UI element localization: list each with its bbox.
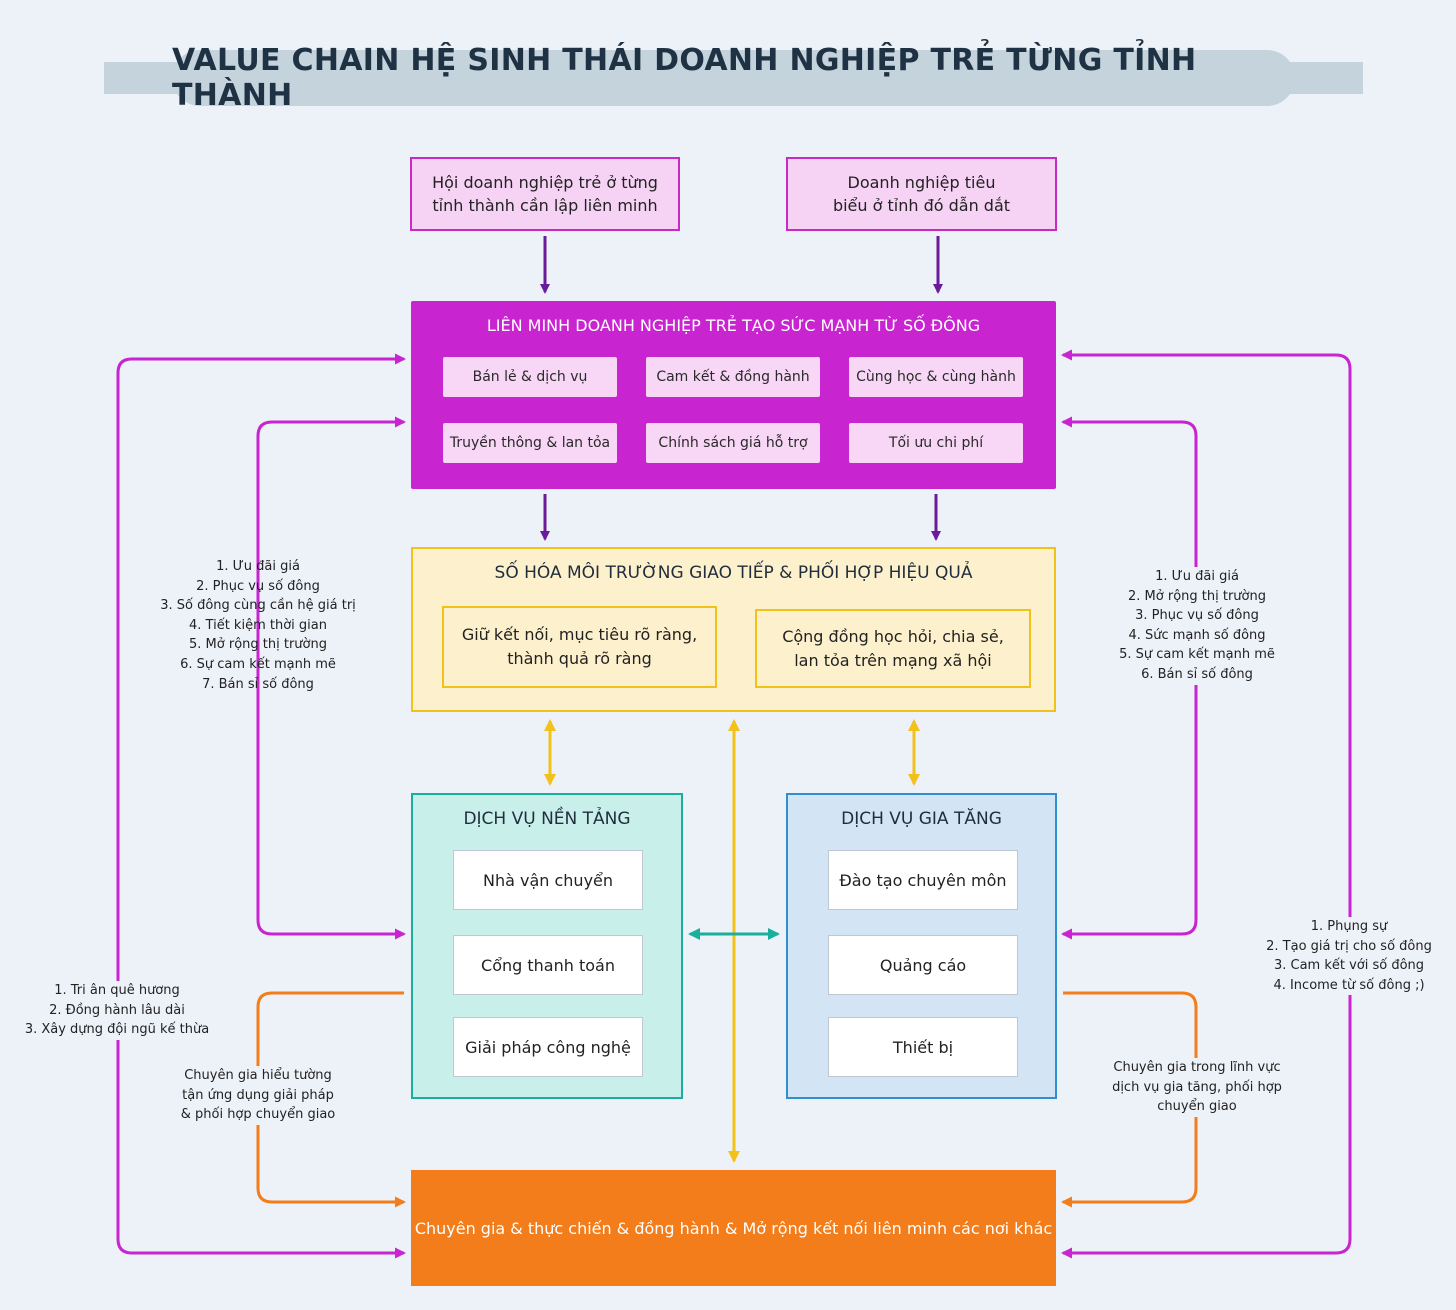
- note-right-expert: Chuyên gia trong lĩnh vực dịch vụ gia tă…: [1104, 1058, 1290, 1117]
- expert-box: Chuyên gia & thực chiến & đồng hành & Mở…: [411, 1170, 1056, 1286]
- top-box-association: Hội doanh nghiệp trẻ ở từng tỉnh thành c…: [410, 157, 680, 231]
- digital-title: SỐ HÓA MÔI TRƯỜNG GIAO TIẾP & PHỐI HỢP H…: [494, 563, 973, 583]
- value-added-services-box: DỊCH VỤ GIA TĂNG Đào tạo chuyên môn Quản…: [786, 793, 1057, 1099]
- alliance-item: Truyền thông & lan tỏa: [443, 423, 617, 463]
- top-box-leading-business: Doanh nghiệp tiêu biểu ở tỉnh đó dẫn dắt: [786, 157, 1057, 231]
- note-left-benefits: 1. Ưu đãi giá 2. Phục vụ số đông 3. Số đ…: [160, 559, 356, 692]
- value-added-item: Thiết bị: [828, 1017, 1018, 1077]
- loop-right-outer: [1061, 349, 1352, 1259]
- page-title: VALUE CHAIN HỆ SINH THÁI DOANH NGHIỆP TR…: [172, 43, 1295, 113]
- alliance-title: LIÊN MINH DOANH NGHIỆP TRẺ TẠO SỨC MẠNH …: [486, 316, 981, 335]
- loop-left-outer: [116, 353, 406, 1259]
- platform-item: Cổng thanh toán: [453, 935, 643, 995]
- platform-services-box: DỊCH VỤ NỀN TẢNG Nhà vận chuyển Cổng tha…: [411, 793, 683, 1099]
- platform-item: Giải pháp công nghệ: [453, 1017, 643, 1077]
- alliance-item: Cùng học & cùng hành: [849, 357, 1023, 397]
- value-added-item: Quảng cáo: [828, 935, 1018, 995]
- alliance-item: Cam kết & đồng hành: [646, 357, 820, 397]
- value-added-item: Đào tạo chuyên môn: [828, 850, 1018, 910]
- alliance-item: Bán lẻ & dịch vụ: [443, 357, 617, 397]
- platform-item: Nhà vận chuyển: [453, 850, 643, 910]
- digital-item-goals: Giữ kết nối, mục tiêu rõ ràng, thành quả…: [442, 606, 717, 688]
- value-added-services-title: DỊCH VỤ GIA TĂNG: [841, 809, 1002, 829]
- note-right-outer: 1. Phụng sự 2. Tạo giá trị cho số đông 3…: [1262, 917, 1436, 996]
- alliance-item: Tối ưu chi phí: [849, 423, 1023, 463]
- note-left-expert: Chuyên gia hiểu tường tận ứng dụng giải …: [170, 1066, 346, 1125]
- digital-item-community: Cộng đồng học hỏi, chia sẻ, lan tỏa trên…: [755, 609, 1031, 688]
- alliance-box: LIÊN MINH DOANH NGHIỆP TRẺ TẠO SỨC MẠNH …: [411, 301, 1056, 489]
- note-right-benefits: 1. Ưu đãi giá 2. Mở rộng thị trường 3. P…: [1108, 567, 1286, 685]
- alliance-item: Chính sách giá hỗ trợ: [646, 423, 820, 463]
- platform-services-title: DỊCH VỤ NỀN TẢNG: [463, 809, 631, 829]
- loop-left-inner: [256, 416, 406, 940]
- note-left-outer: 1. Tri ân quê hương 2. Đồng hành lâu dài…: [22, 981, 212, 1040]
- digital-box: SỐ HÓA MÔI TRƯỜNG GIAO TIẾP & PHỐI HỢP H…: [411, 547, 1056, 712]
